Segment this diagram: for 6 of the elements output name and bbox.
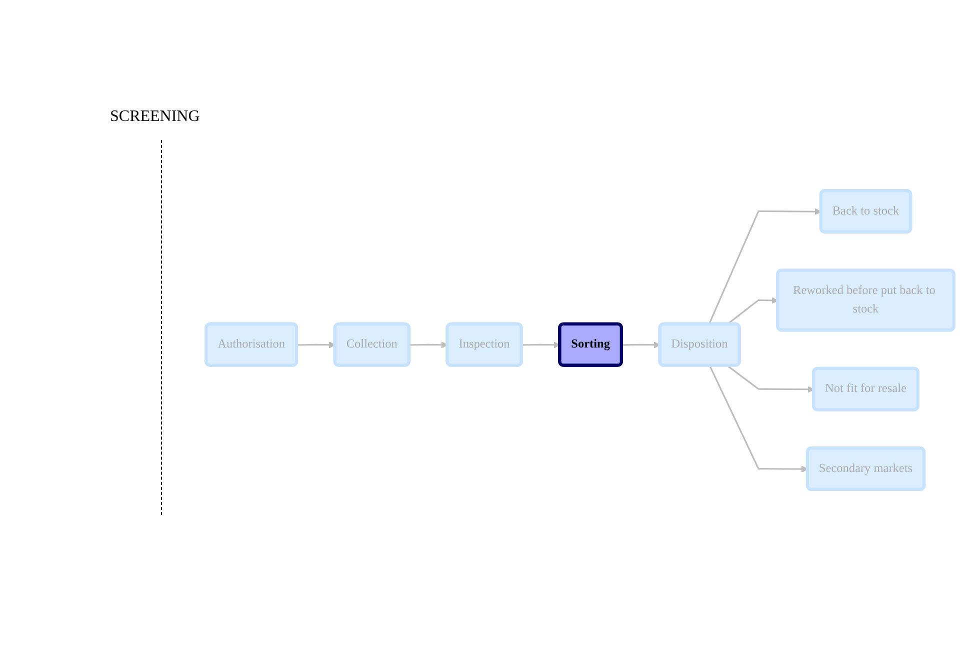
arrow bbox=[726, 365, 814, 393]
arrow bbox=[622, 342, 660, 348]
arrow bbox=[726, 297, 778, 325]
section-label: SCREENING bbox=[110, 108, 200, 126]
arrow bbox=[522, 342, 560, 348]
arrow bbox=[409, 342, 448, 348]
